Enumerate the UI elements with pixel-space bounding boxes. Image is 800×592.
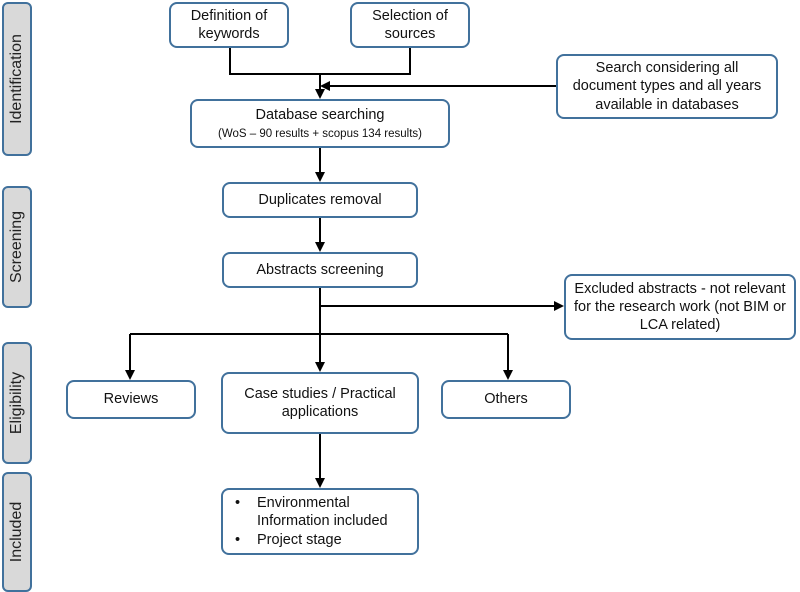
search-note-text: Search considering all document types an… [572,60,762,113]
abstracts-text: Abstracts screening [256,261,384,278]
excluded-text: Excluded abstracts - not relevant for th… [574,280,786,334]
database-subtitle: (WoS – 90 results + scopus 134 results) [217,127,422,140]
box-duplicates-removal: Duplicates removal [222,182,418,218]
box-included: • Environmental Information included • P… [221,488,419,555]
stage-eligibility: Eligibility [2,342,32,464]
selection-text: Selection of sources [372,7,448,42]
included-item-text: Project stage [257,531,342,548]
included-item-text: Information included [257,513,388,530]
box-search-note: Search considering all document types an… [556,54,778,119]
box-others: Others [441,380,571,419]
box-reviews: Reviews [66,380,196,419]
others-text: Others [484,391,528,408]
box-abstracts-screening: Abstracts screening [222,252,418,288]
stage-identification: Identification [2,2,32,156]
definition-text: Definition of keywords [190,7,268,42]
included-item: • Environmental [235,494,411,512]
box-case-studies: Case studies / Practical applications [221,372,419,434]
box-selection-of-sources: Selection of sources [350,2,470,48]
reviews-text: Reviews [103,391,159,408]
stage-screening: Screening [2,186,32,308]
box-definition-of-keywords: Definition of keywords [169,2,289,48]
included-item-text: Environmental [257,495,350,512]
connector-keywords-sources [229,46,411,75]
box-database-searching: Database searching (WoS – 90 results + s… [190,99,450,148]
box-excluded-abstracts: Excluded abstracts - not relevant for th… [564,274,796,340]
included-item: Information included [235,512,411,530]
duplicates-text: Duplicates removal [258,191,382,208]
bullet-icon: • [235,495,241,512]
bullet-icon: • [235,531,241,548]
included-item: • Project stage [235,531,411,549]
database-title: Database searching [255,106,385,123]
case-studies-text: Case studies / Practical applications [244,385,396,420]
stage-included: Included [2,472,32,592]
